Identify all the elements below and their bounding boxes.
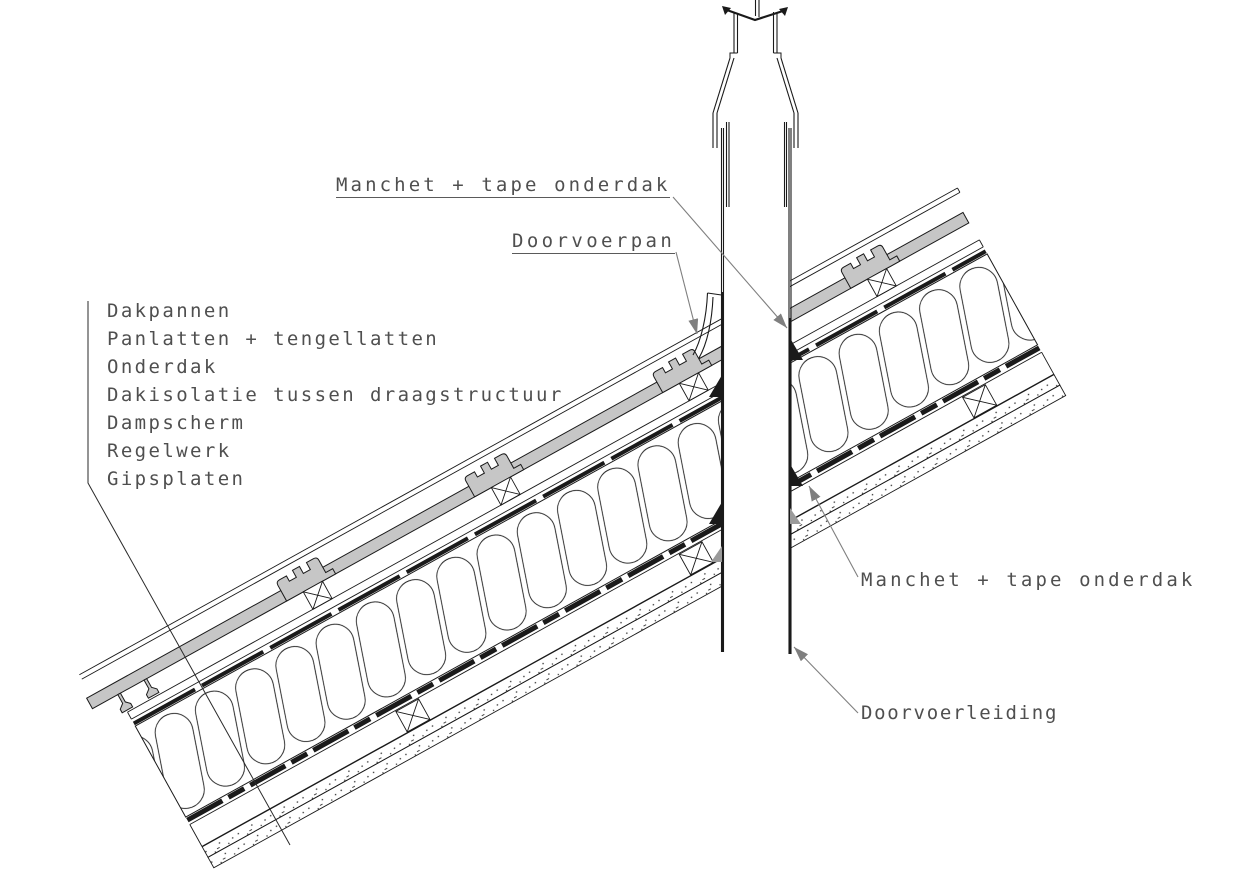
dakisolatie-layer	[134, 253, 1039, 818]
roof-assembly	[79, 187, 1067, 869]
tile-lug	[117, 692, 134, 714]
layer-label-list: Dakpannen Panlatten + tengellatten Onder…	[107, 301, 564, 497]
label-dakpannen: Dakpannen	[107, 300, 232, 322]
label-doorvoerleiding: Doorvoerleiding	[861, 702, 1059, 724]
leader-doorvoerleiding	[793, 646, 859, 714]
regelwerk-layer	[189, 351, 1055, 847]
leader-doorvoerpan	[675, 251, 699, 335]
manchet-dampscherm-right	[790, 464, 803, 486]
label-onderdak: Onderdak	[107, 356, 218, 378]
gipsplaten-layer	[201, 373, 1067, 869]
manchet-onderdak-right	[790, 338, 803, 360]
tengellatten-layer	[127, 239, 984, 720]
pipe-rain-cap	[712, 0, 799, 148]
label-manchet-tape-onderdak-right: Manchet + tape onderdak	[861, 569, 1196, 591]
label-gipsplaten: Gipsplaten	[107, 468, 246, 490]
onderdak-membrane	[132, 249, 987, 726]
leader-lines	[672, 196, 859, 714]
layer-list-leader	[87, 301, 291, 846]
tile-lug	[143, 677, 160, 699]
manchet-seals	[709, 338, 803, 562]
leader-manchet-right	[808, 485, 859, 578]
label-regelwerk: Regelwerk	[107, 440, 232, 462]
label-doorvoerpan: Doorvoerpan	[512, 230, 676, 254]
doorvoerpan-collar	[692, 292, 722, 359]
label-dampscherm: Dampscherm	[107, 412, 246, 434]
tile-interlock	[276, 557, 337, 602]
label-dakisolatie: Dakisolatie tussen draagstructuur	[107, 384, 564, 406]
doorvoerleiding-pipe	[712, 0, 799, 654]
seal-gips-left	[711, 546, 722, 562]
tile-top-outline	[79, 187, 961, 680]
tile-interlock	[464, 453, 525, 498]
manchet-onderdak-left	[709, 375, 722, 397]
seal-gips-right	[790, 508, 801, 524]
manchet-dampscherm-left	[709, 502, 722, 524]
label-manchet-tape-onderdak-top: Manchet + tape onderdak	[336, 174, 671, 198]
tile-interlock	[840, 244, 901, 290]
leader-manchet-top	[672, 196, 788, 329]
dampscherm-membrane	[186, 345, 1041, 823]
pipe-walls	[720, 122, 792, 654]
label-panlatten: Panlatten + tengellatten	[107, 328, 440, 350]
